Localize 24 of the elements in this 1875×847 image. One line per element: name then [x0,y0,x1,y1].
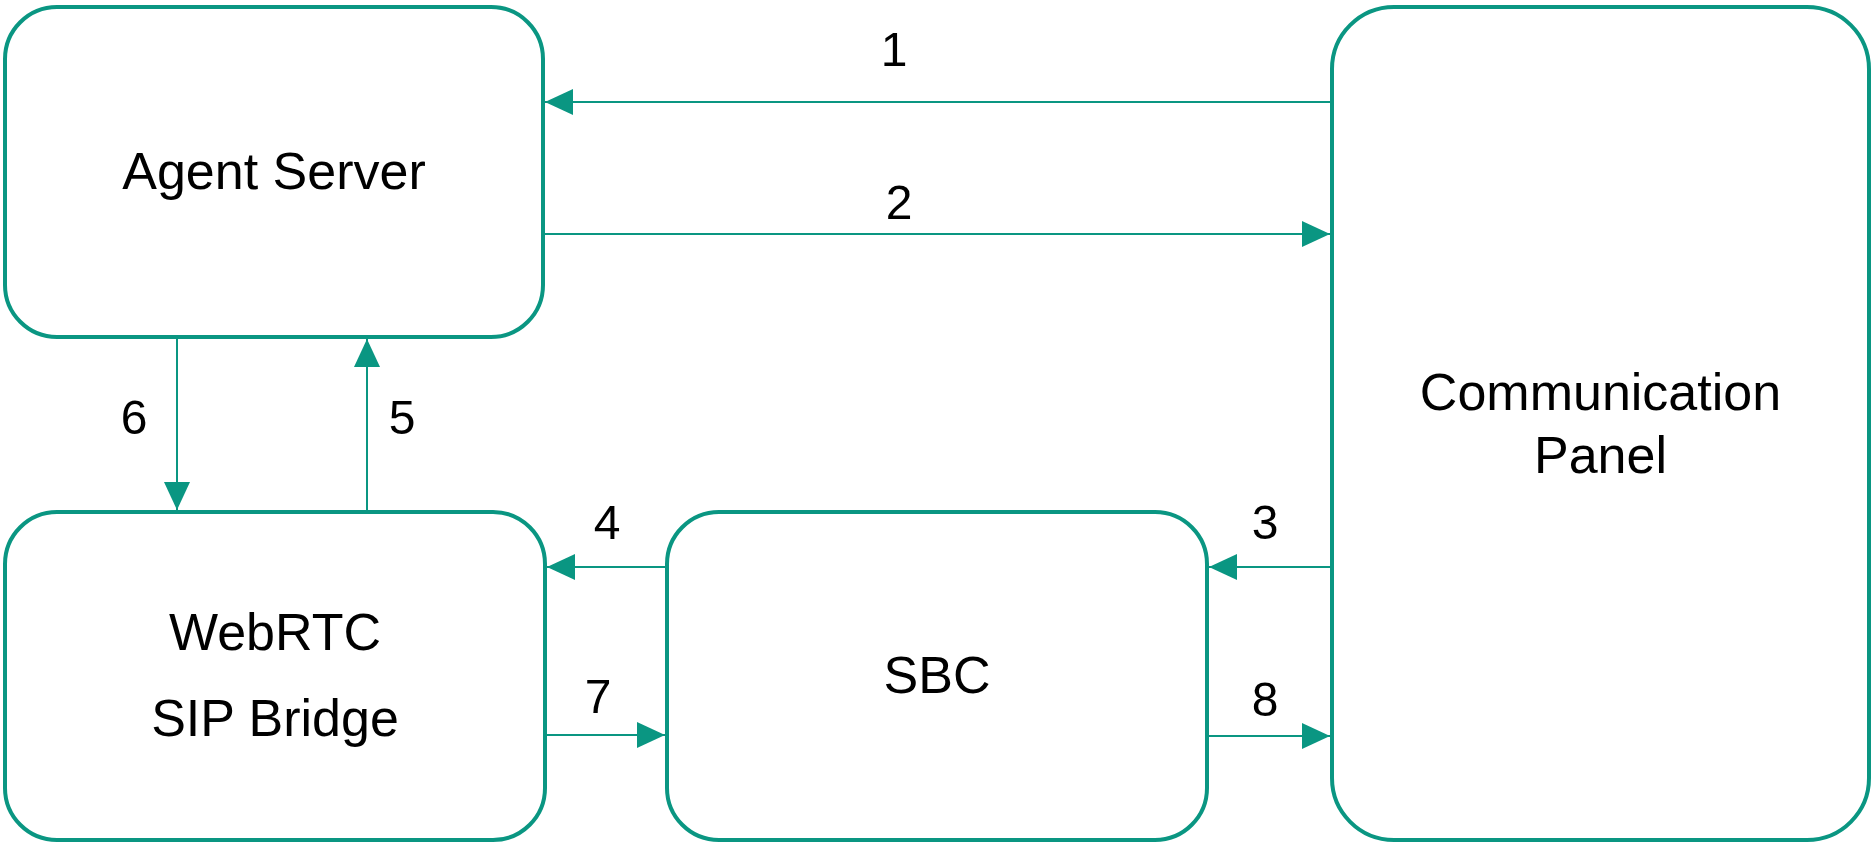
edge-label: 8 [1251,676,1279,724]
arrow [354,338,380,511]
node-label: WebRTC SIP Bridge [150,602,400,749]
arrow [1208,554,1331,580]
arrow [544,221,1331,247]
process-box [1330,5,1871,842]
arrow [544,89,1331,115]
node-label: SBC [883,645,991,707]
process-box [3,5,545,339]
edge-label: 7 [584,673,612,721]
process-box [665,510,1209,842]
edge-label: 4 [593,499,621,547]
arrow [546,722,666,748]
edge-label: 1 [880,26,908,74]
edge-label: 3 [1251,499,1279,547]
process-box [3,510,547,842]
edge-label: 5 [388,394,416,442]
edge-label: 2 [885,179,913,227]
node-label: Communication Panel [1418,362,1783,486]
arrow [164,338,190,511]
edge-label: 6 [120,394,148,442]
node-label: Agent Server [122,141,426,203]
arrow [546,554,666,580]
arrow [1208,723,1331,749]
